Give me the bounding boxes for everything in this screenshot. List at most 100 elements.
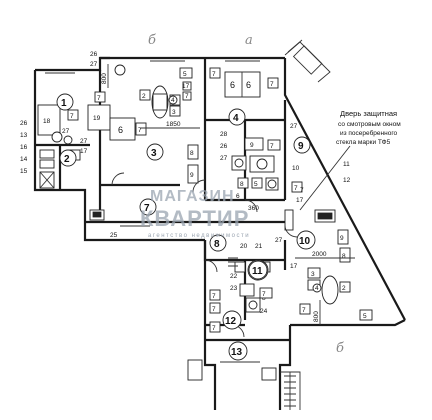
balcony (284, 39, 331, 83)
svg-text:28: 28 (220, 131, 228, 138)
axis-mark-top-left: б (148, 33, 156, 48)
room-1-label: 1 (61, 98, 67, 109)
svg-text:17: 17 (80, 148, 88, 155)
svg-text:21: 21 (255, 243, 263, 250)
svg-text:7: 7 (294, 185, 298, 192)
room-4-fixtures: 7 6 6 7 (209, 67, 279, 98)
watermark: МАГАЗИН КВАРТИР агентство недвижимости (140, 188, 250, 239)
svg-text:со смотровым окном: со смотровым окном (338, 121, 401, 128)
svg-text:4: 4 (171, 97, 175, 104)
room-3-fixtures: 6 7 2 3 5 7 8 9 4 (109, 64, 199, 184)
svg-text:8: 8 (240, 181, 244, 188)
svg-text:6: 6 (230, 80, 235, 90)
svg-text:13: 13 (20, 132, 28, 139)
svg-text:7: 7 (270, 81, 274, 88)
room-9-label: 9 (298, 141, 304, 152)
svg-text:15: 15 (20, 168, 28, 175)
svg-text:8: 8 (342, 253, 346, 260)
room-13-fixtures (187, 359, 301, 410)
svg-text:7: 7 (212, 293, 216, 300)
bathroom-fixtures: 9 7 8 5 (231, 137, 281, 191)
watermark-line-3: агентство недвижимости (148, 233, 250, 239)
svg-text:17: 17 (296, 197, 304, 204)
svg-text:24: 24 (260, 308, 268, 315)
room-7-label: 7 (144, 203, 150, 214)
svg-text:18: 18 (43, 118, 51, 125)
svg-text:7: 7 (138, 127, 142, 134)
svg-text:стекла марки ТФ5: стекла марки ТФ5 (336, 139, 391, 146)
svg-text:17: 17 (290, 263, 298, 270)
svg-text:27: 27 (80, 138, 88, 145)
dim-2000: 2000 (312, 251, 327, 258)
svg-text:6: 6 (246, 80, 251, 90)
watermark-line-1: МАГАЗИН (150, 188, 235, 205)
svg-text:5: 5 (183, 71, 187, 78)
svg-text:23: 23 (230, 285, 238, 292)
svg-text:7: 7 (270, 143, 274, 150)
room-3-label: 3 (151, 148, 157, 159)
axis-mark-top-right: а (245, 33, 253, 48)
svg-text:из посеребренного: из посеребренного (340, 129, 398, 137)
room-13-label: 13 (231, 347, 243, 358)
svg-text:7: 7 (302, 307, 306, 314)
room-labels: 1 2 3 4 7 8 9 10 11 12 13 (56, 93, 316, 361)
svg-text:26: 26 (90, 51, 98, 58)
svg-text:9: 9 (340, 235, 344, 242)
svg-text:7: 7 (212, 325, 216, 332)
svg-text:3: 3 (172, 109, 176, 116)
svg-text:27: 27 (220, 155, 228, 162)
svg-text:26: 26 (220, 143, 228, 150)
windows (45, 60, 260, 363)
corridor-fixtures (89, 209, 105, 221)
svg-text:12: 12 (343, 177, 351, 184)
dimension-lines: 1850 2000 800 800 360 (101, 64, 355, 325)
dim-800-bottom: 800 (313, 311, 320, 322)
svg-text:26: 26 (20, 120, 28, 127)
svg-text:17: 17 (182, 83, 190, 90)
room-8-label: 8 (214, 239, 220, 250)
room-10-label: 10 (299, 236, 311, 247)
dim-1850: 1850 (166, 121, 181, 128)
svg-text:5: 5 (254, 181, 258, 188)
svg-text:10: 10 (292, 165, 300, 172)
door-note: Дверь защитная со смотровым окном из пос… (299, 109, 401, 211)
svg-text:7: 7 (262, 291, 266, 298)
svg-text:22: 22 (230, 273, 238, 280)
room-11-label: 11 (252, 266, 263, 277)
svg-text:20: 20 (240, 243, 248, 250)
svg-text:7: 7 (97, 95, 101, 102)
dining-fixtures: 3 2 4 7 5 (299, 267, 373, 321)
svg-text:9: 9 (190, 172, 194, 179)
door-swings (111, 172, 298, 338)
svg-text:3: 3 (311, 271, 315, 278)
svg-text:6: 6 (118, 125, 123, 135)
axis-mark-bottom: б (336, 341, 344, 356)
room-12-fixtures: 7 7 7 8 7 (209, 283, 273, 333)
room-1-fixtures: 18 19 7 7 (37, 91, 111, 143)
room-10-fixtures: 7 9 8 (284, 181, 351, 263)
svg-text:7: 7 (212, 306, 216, 313)
svg-text:19: 19 (93, 115, 101, 122)
svg-text:7: 7 (185, 93, 189, 100)
room-4-label: 4 (233, 113, 239, 124)
svg-text:2: 2 (142, 93, 146, 100)
svg-text:7: 7 (70, 113, 74, 120)
svg-text:Дверь защитная: Дверь защитная (340, 109, 397, 118)
callout-numbers: 26 27 17 26 13 16 14 15 27 27 17 28 26 2… (20, 51, 351, 315)
room-2-label: 2 (64, 154, 70, 165)
svg-text:11: 11 (343, 161, 350, 168)
dim-360: 360 (248, 205, 259, 212)
svg-text:5: 5 (363, 313, 367, 320)
svg-text:7: 7 (212, 71, 216, 78)
outer-walls (33, 56, 406, 410)
svg-text:27: 27 (290, 123, 298, 130)
svg-text:14: 14 (20, 156, 28, 163)
svg-text:25: 25 (110, 232, 118, 239)
svg-text:7: 7 (300, 187, 304, 194)
svg-text:6: 6 (236, 193, 240, 200)
svg-text:27: 27 (62, 128, 70, 135)
watermark-line-2: КВАРТИР (140, 206, 249, 231)
svg-text:9: 9 (250, 142, 254, 149)
svg-text:16: 16 (20, 144, 28, 151)
